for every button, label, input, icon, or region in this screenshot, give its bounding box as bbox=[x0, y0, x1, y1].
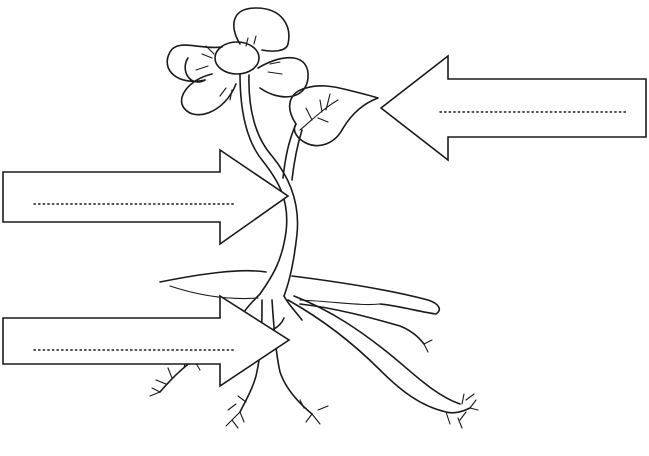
flower-petal-right bbox=[258, 58, 308, 97]
leaf-outline bbox=[290, 86, 378, 146]
rootlets-center bbox=[226, 396, 246, 428]
flower-petal-left-lobe bbox=[185, 58, 205, 82]
arrow-leaf bbox=[381, 56, 646, 160]
flower-petal-top-left bbox=[167, 45, 222, 81]
arrow-stem-shape bbox=[3, 150, 288, 244]
ground-line-right bbox=[292, 276, 439, 314]
arrow-leaf-shape bbox=[381, 56, 646, 160]
root-right-upper bbox=[300, 304, 424, 344]
leaf-stalk-right bbox=[292, 130, 302, 180]
leaf bbox=[290, 86, 378, 146]
petal-veins bbox=[196, 36, 282, 100]
flower-petal-top-right bbox=[234, 8, 289, 51]
root-right-long-inner bbox=[294, 296, 460, 404]
flower-petal-bottom-left bbox=[182, 74, 236, 115]
flower-center bbox=[215, 42, 259, 74]
rootlets-mid bbox=[300, 400, 328, 424]
ground-line-under bbox=[170, 286, 380, 305]
arrow-stem bbox=[3, 150, 288, 244]
leaf-vein bbox=[300, 94, 338, 130]
rootlets-right-upper bbox=[424, 340, 432, 352]
root-main-right bbox=[272, 300, 312, 414]
ground-line-left bbox=[160, 271, 266, 282]
flower bbox=[167, 8, 308, 115]
